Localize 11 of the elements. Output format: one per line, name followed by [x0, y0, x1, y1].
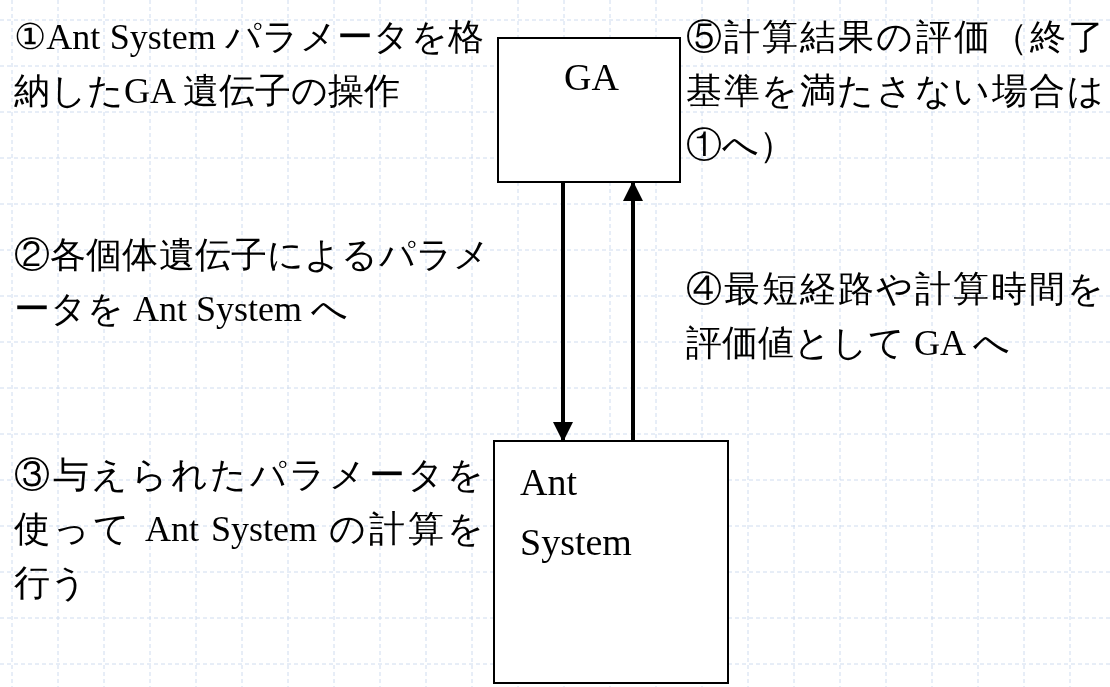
step-description: ④最短経路や計算時間を評価値として GA へ: [686, 268, 1104, 365]
step-description: ⑤計算結果の評価（終了基準を満たさない場合は①へ）: [686, 16, 1104, 167]
arrow: [553, 183, 573, 442]
step-description: ①Ant System パラメータを格納したGA 遺伝子の操作: [14, 16, 484, 113]
process-box: [497, 37, 681, 183]
box-label: Ant System: [520, 460, 633, 565]
process-box: [493, 440, 729, 684]
arrow: [623, 181, 643, 440]
step-description: ③与えられたパラメータを使って Ant System の計算を行う: [14, 454, 484, 605]
step-description: ②各個体遺伝子によるパラメータを Ant System へ: [14, 234, 490, 331]
box-label: GA: [564, 55, 620, 100]
